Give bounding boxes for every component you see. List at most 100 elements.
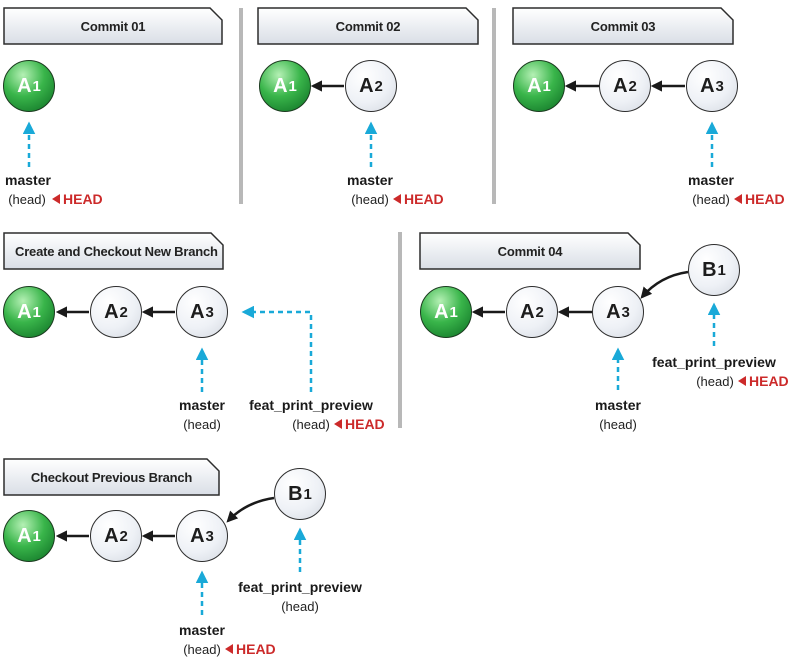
head-paren-label: (head)	[8, 192, 46, 207]
commit-index: 1	[32, 527, 41, 545]
head-arrow-icon	[393, 194, 401, 204]
commit-letter: A	[520, 300, 535, 323]
commit-letter: A	[613, 74, 628, 97]
commit-letter: A	[527, 74, 542, 97]
head-paren-label: (head)	[351, 192, 389, 207]
commit-letter: A	[190, 300, 205, 323]
panel-title-commit01: Commit 01	[3, 7, 223, 45]
head-label: HEAD	[745, 191, 785, 207]
panel-title-text: Commit 01	[80, 18, 146, 34]
commit-letter: A	[190, 524, 205, 547]
commit-index: 2	[535, 303, 544, 321]
commit-index: 1	[32, 303, 41, 321]
commit-letter: A	[17, 74, 32, 97]
commit-index: 2	[628, 77, 637, 95]
commit-letter: A	[700, 74, 715, 97]
head-arrow-icon	[334, 419, 342, 429]
head-arrow-icon	[52, 194, 60, 204]
commit-index: 1	[303, 485, 312, 503]
commit-index: 1	[449, 303, 458, 321]
commit-index: 2	[374, 77, 383, 95]
commit-index: 3	[621, 303, 630, 321]
head-pointer: HEAD	[738, 373, 789, 389]
panel-title-commit02: Commit 02	[257, 7, 479, 45]
head-paren-label: (head)	[292, 417, 330, 432]
branch-label-master: master	[5, 172, 51, 188]
commit-index: 3	[715, 77, 724, 95]
head-pointer: HEAD	[393, 191, 444, 207]
panel-title-text: Create and Checkout New Branch	[15, 243, 218, 259]
head-paren-label: (head)	[692, 192, 730, 207]
panel-title-commit04: Commit 04	[419, 232, 641, 270]
commit-letter: A	[273, 74, 288, 97]
head-label: HEAD	[404, 191, 444, 207]
branch-label-master: master	[688, 172, 734, 188]
head-arrow-icon	[225, 644, 233, 654]
commit-letter: B	[702, 258, 717, 281]
head-label: HEAD	[63, 191, 103, 207]
commit-letter: A	[434, 300, 449, 323]
head-pointer: HEAD	[734, 191, 785, 207]
commit-letter: A	[359, 74, 374, 97]
separator-vertical	[239, 8, 243, 204]
branch-label-master: master	[347, 172, 393, 188]
commit-index: 3	[205, 303, 214, 321]
commit-index: 1	[288, 77, 297, 95]
head-label: HEAD	[749, 373, 789, 389]
branch-label-feature: feat_print_preview	[238, 579, 362, 595]
panel-title-previous: Checkout Previous Branch	[3, 458, 220, 496]
head-pointer: HEAD	[225, 641, 276, 657]
commit-letter: B	[288, 482, 303, 505]
head-paren-label: (head)	[281, 599, 319, 614]
panel-title-commit03: Commit 03	[512, 7, 734, 45]
panel-title-text: Commit 04	[497, 243, 563, 259]
head-paren-label: (head)	[183, 642, 221, 657]
parent-arrow	[226, 496, 275, 523]
branch-label-master: master	[179, 397, 225, 413]
branch-label-feature: feat_print_preview	[249, 397, 373, 413]
commit-letter: A	[606, 300, 621, 323]
head-pointer: HEAD	[334, 416, 385, 432]
branch-label-master: master	[595, 397, 641, 413]
head-arrow-icon	[738, 376, 746, 386]
branch-label-master: master	[179, 622, 225, 638]
commit-index: 2	[119, 303, 128, 321]
separator-vertical	[492, 8, 496, 204]
panel-title-text: Commit 03	[590, 18, 656, 34]
branch-label-feature: feat_print_preview	[652, 354, 776, 370]
panel-title-text: Checkout Previous Branch	[30, 469, 193, 485]
ref-pointer-feature	[241, 305, 313, 392]
parent-arrow	[640, 270, 689, 299]
commit-letter: A	[104, 300, 119, 323]
head-label: HEAD	[345, 416, 385, 432]
head-label: HEAD	[236, 641, 276, 657]
commit-index: 1	[542, 77, 551, 95]
commit-letter: A	[104, 524, 119, 547]
commit-letter: A	[17, 524, 32, 547]
commit-index: 3	[205, 527, 214, 545]
panel-title-text: Commit 02	[335, 18, 401, 34]
head-paren-label: (head)	[183, 417, 221, 432]
head-arrow-icon	[734, 194, 742, 204]
head-pointer: HEAD	[52, 191, 103, 207]
commit-index: 2	[119, 527, 128, 545]
